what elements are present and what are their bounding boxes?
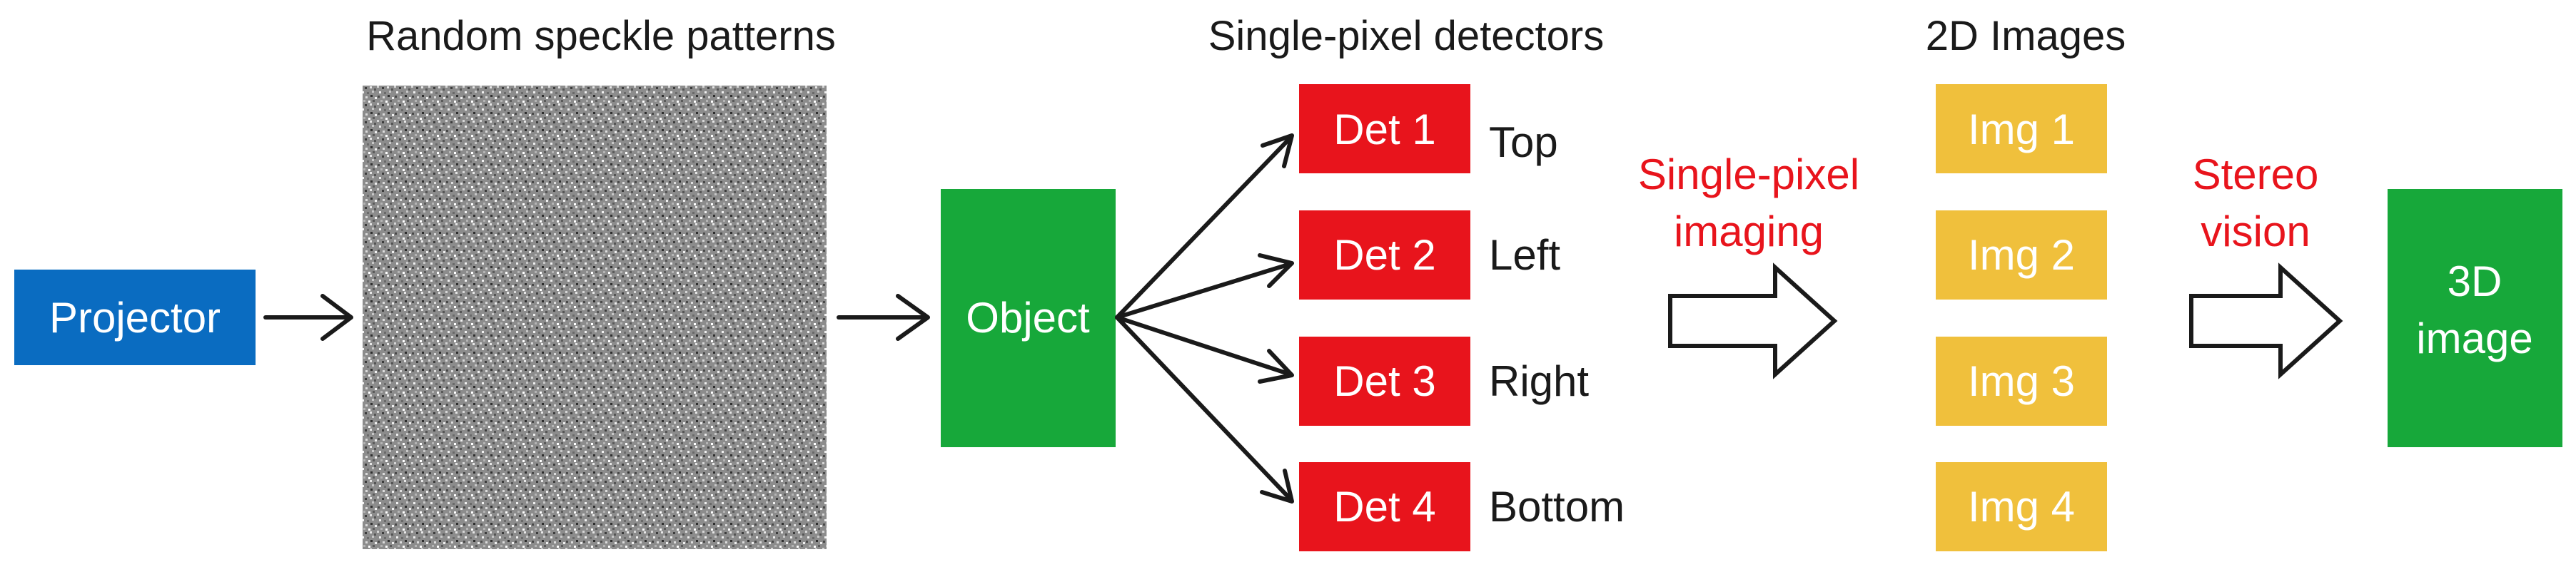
- detector-2: Det 2 Left: [1299, 210, 1560, 300]
- object-box: [941, 189, 1116, 447]
- arrow-right-icon: [837, 294, 930, 341]
- image-label: Img 1: [1968, 106, 2075, 153]
- image-3: Img 3: [1936, 337, 2107, 426]
- detector-box: [1299, 210, 1470, 300]
- detector-label: Det 2: [1333, 231, 1435, 279]
- image-2: Img 2: [1936, 210, 2107, 300]
- image-box: [1936, 337, 2107, 426]
- image-box: [1936, 210, 2107, 300]
- arrow-to-det-2-icon: [1115, 253, 1294, 320]
- arrow-to-det-4-icon: [1115, 315, 1294, 504]
- image-1: Img 1: [1936, 84, 2107, 173]
- detector-box: [1299, 84, 1470, 173]
- step-stereo-vision-line-1: Stereo: [2193, 150, 2319, 198]
- arrow-right-icon: [263, 294, 353, 341]
- detector-label: Det 3: [1333, 357, 1435, 405]
- detector-label: Det 1: [1333, 106, 1435, 153]
- arrow-to-det-1-icon: [1115, 133, 1294, 320]
- step-single-pixel-imaging-line-2: imaging: [1674, 208, 1824, 255]
- detector-position-label: Top: [1489, 118, 1558, 166]
- detector-position-label: Bottom: [1489, 483, 1625, 531]
- projector-box: [14, 270, 256, 365]
- hollow-block-arrow-icon: [1668, 262, 1838, 379]
- projector-label: Projector: [49, 294, 221, 342]
- image-box: [1936, 84, 2107, 173]
- object-label: Object: [966, 294, 1090, 342]
- detector-4: Det 4 Bottom: [1299, 462, 1625, 551]
- detector-label: Det 4: [1333, 483, 1435, 531]
- step-single-pixel-imaging-line-1: Single-pixel: [1638, 150, 1859, 198]
- image-box: [1936, 462, 2107, 551]
- speckle-pattern-image: [363, 86, 827, 549]
- image-label: Img 4: [1968, 483, 2075, 531]
- heading-single-pixel-detectors: Single-pixel detectors: [1208, 13, 1605, 59]
- result-3d-image-box: [2388, 189, 2562, 447]
- image-label: Img 2: [1968, 231, 2075, 279]
- result-label-line-1: 3D: [2448, 257, 2502, 305]
- hollow-block-arrow-icon: [2189, 262, 2343, 379]
- step-stereo-vision-line-2: vision: [2201, 208, 2310, 255]
- image-label: Img 3: [1968, 357, 2075, 405]
- heading-speckle-patterns: Random speckle patterns: [366, 13, 836, 59]
- heading-2d-images: 2D Images: [1926, 13, 2126, 59]
- image-4: Img 4: [1936, 462, 2107, 551]
- detector-box: [1299, 337, 1470, 426]
- detector-box: [1299, 462, 1470, 551]
- detector-position-label: Right: [1489, 357, 1589, 405]
- detector-1: Det 1 Top: [1299, 84, 1558, 173]
- detector-3: Det 3 Right: [1299, 337, 1589, 426]
- result-label-line-2: image: [2416, 315, 2532, 362]
- fan-out-arrows: [1115, 133, 1294, 504]
- arrow-to-det-3-icon: [1115, 315, 1294, 384]
- detector-position-label: Left: [1489, 231, 1560, 279]
